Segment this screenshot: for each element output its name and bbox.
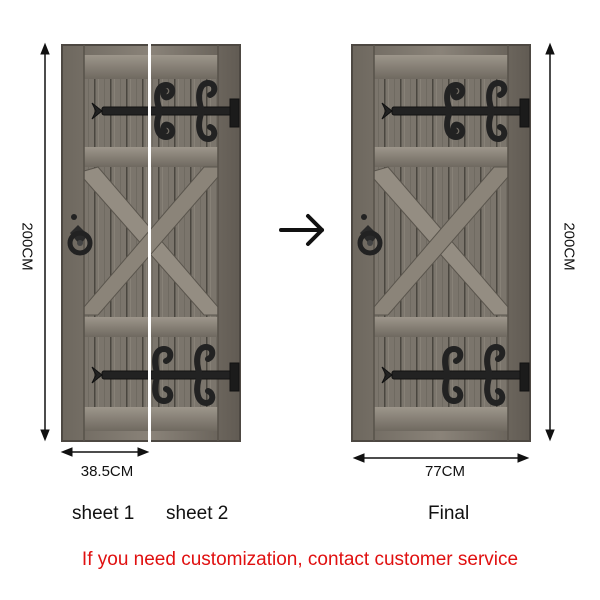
sheet2-caption: sheet 2 [166,503,229,524]
right-height-label: 200CM [560,222,578,271]
sheet-divider [148,42,151,444]
final-width-label: 77CM [424,463,465,480]
arrow-right-icon [279,214,324,246]
right-height-dimension [545,42,555,442]
final-width-dimension [352,453,530,463]
split-door-sheets [62,42,240,444]
customization-notice: If you need customization, contact custo… [81,549,519,570]
sheet-width-dimension [60,447,150,457]
final-caption: Final [428,503,470,524]
left-height-label: 200CM [18,222,36,271]
left-height-dimension [40,42,50,442]
final-door [352,45,530,441]
sheet-width-label: 38.5CM [80,463,134,480]
sheet1-caption: sheet 1 [72,503,135,524]
